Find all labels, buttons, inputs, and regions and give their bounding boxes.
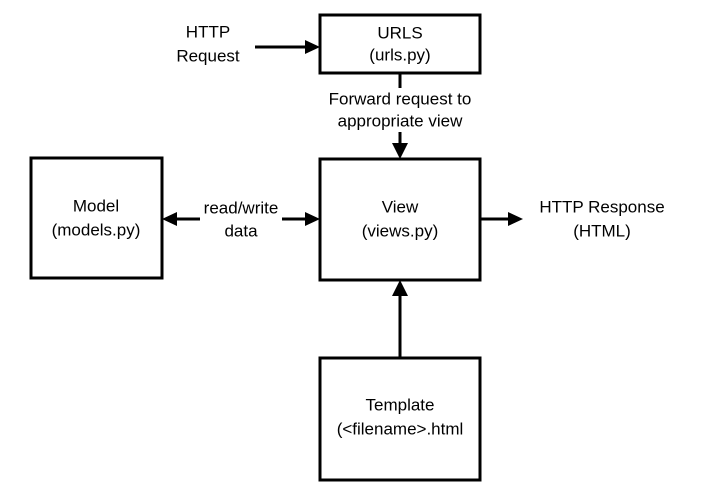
label-forward-request-line1: Forward request to (329, 89, 472, 108)
arrow-head-http-response (508, 212, 523, 226)
node-template-box[interactable] (318, 356, 482, 482)
node-view-box[interactable] (318, 157, 482, 282)
arrow-head-into-urls (305, 40, 320, 54)
label-read-write-line1: read/write (204, 198, 279, 217)
node-urls-label-primary: URLS (377, 23, 422, 42)
node-model-box[interactable] (29, 156, 164, 280)
node-model-label-primary: Model (73, 196, 119, 215)
node-view-label-primary: View (382, 197, 419, 216)
arrow-head-into-view-left (305, 212, 320, 226)
arrow-head-into-model (162, 212, 177, 226)
node-template-label-primary: Template (366, 395, 435, 414)
label-http-request-line2: Request (176, 46, 240, 65)
node-view-label-secondary: (views.py) (362, 221, 439, 240)
arrow-head-into-view-top (392, 143, 408, 159)
label-read-write-backdrop (200, 198, 282, 242)
label-read-write-line2: data (224, 221, 258, 240)
node-model-label-secondary: (models.py) (52, 220, 141, 239)
node-urls-label-secondary: (urls.py) (369, 45, 430, 64)
label-forward-request-backdrop (316, 88, 484, 132)
node-urls-box[interactable] (318, 13, 482, 75)
label-http-request-line1: HTTP (186, 22, 230, 41)
arrow-head-into-view-bottom (392, 280, 408, 296)
node-template-label-secondary: (<filename>.html (337, 419, 464, 438)
label-forward-request-line2: appropriate view (338, 111, 463, 130)
label-http-response-line2: (HTML) (573, 221, 631, 240)
label-http-response-line1: HTTP Response (539, 197, 664, 216)
